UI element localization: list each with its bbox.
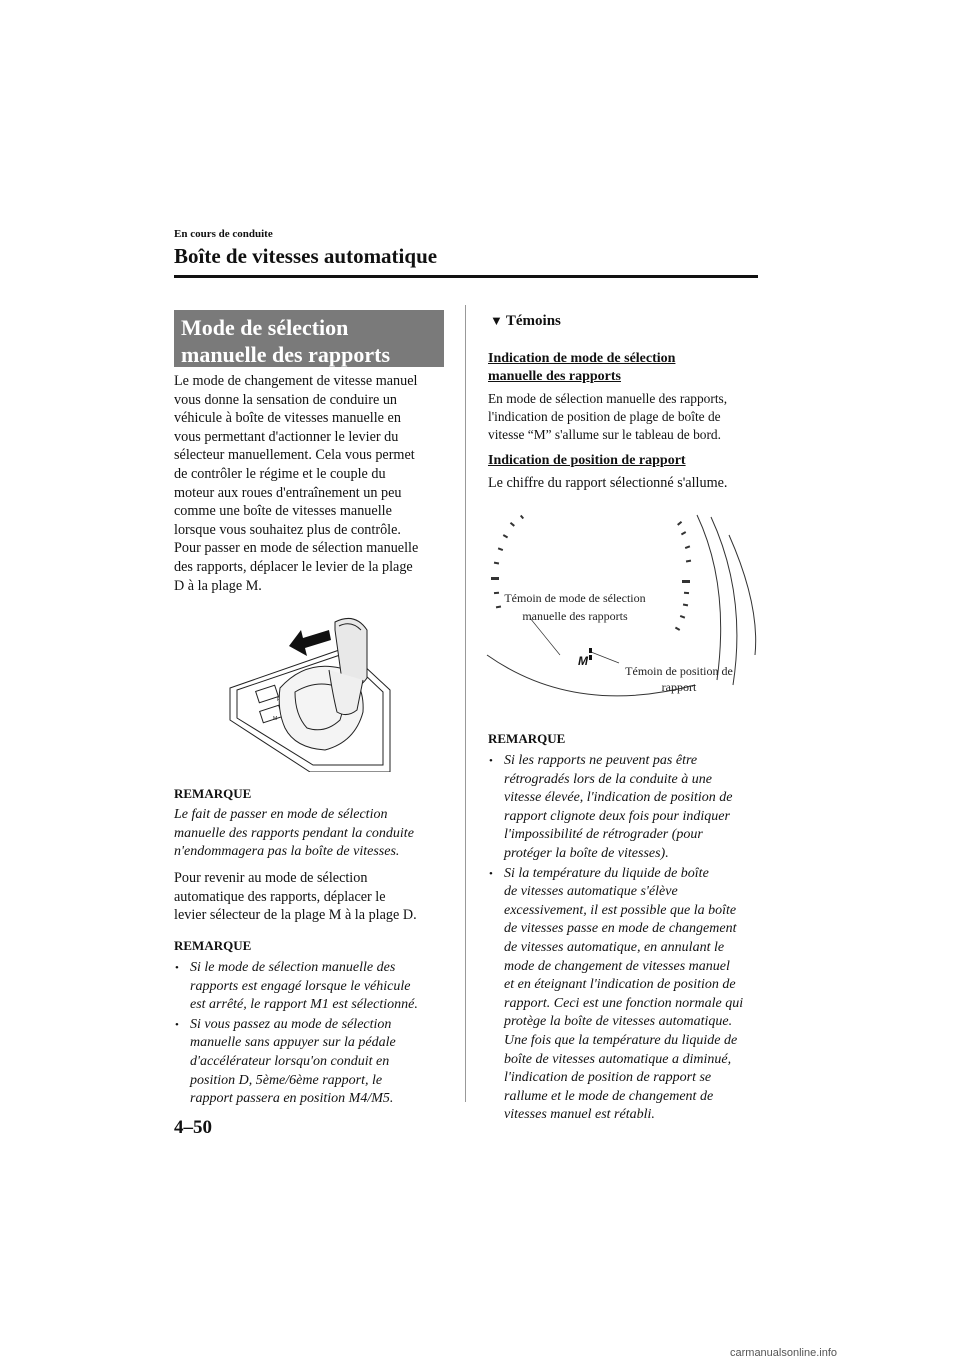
text-line: manuelle des rapports pendant la conduit… xyxy=(174,825,414,841)
position-indication-paragraph: Le chiffre du rapport sélectionné s'allu… xyxy=(488,475,728,491)
text-line: levier sélecteur de la plage M à la plag… xyxy=(174,907,417,924)
text-line: l'indication de position de rapport se xyxy=(504,1070,712,1086)
callout-mode-line-2: manuelle des rapports xyxy=(522,609,628,623)
watermark: carmanualsonline.info xyxy=(730,1347,838,1359)
text-line: rétrogradés lors de la conduite à une xyxy=(504,771,712,787)
mode-indication-paragraph: En mode de sélection manuelle des rappor… xyxy=(488,390,763,445)
gear-position-segment-icon xyxy=(589,655,592,660)
instrument-cluster-illustration: Témoin de mode de sélection manuelle des… xyxy=(486,514,757,697)
svg-text:M: M xyxy=(273,716,277,722)
section-title-line-1: Mode de sélection xyxy=(181,315,349,340)
text-line: protéger la boîte de vitesses). xyxy=(504,845,669,861)
mode-indication-heading: Indication de mode de sélection manuelle… xyxy=(488,350,718,386)
position-indication-heading: Indication de position de rapport xyxy=(488,453,686,468)
callout-position-line-1: Témoin de position de xyxy=(625,664,733,678)
text-line: mode de changement de vitesses manuel xyxy=(504,958,730,974)
text-line: de vitesses automatique s'élève xyxy=(504,884,678,900)
text-line: manuelle des rapports xyxy=(488,369,621,384)
list-item: Si la température du liquide de boîte de… xyxy=(488,865,768,1125)
callout-position-line-2: rapport xyxy=(662,680,697,694)
text-line: manuelle sans appuyer sur la pédale xyxy=(190,1035,396,1051)
text-line: protège la boîte de vitesses automatique… xyxy=(504,1014,733,1030)
breadcrumb: En cours de conduite xyxy=(174,228,273,240)
text-line: Pour revenir au mode de sélection xyxy=(174,870,368,886)
text-line: vitesse élevée, l'indication de position… xyxy=(504,790,733,806)
subsection-title-text: Témoins xyxy=(505,313,561,329)
text-line: rallume et le mode de changement de xyxy=(504,1088,714,1104)
text-line: vous permettant d'actionner le levier du xyxy=(174,428,399,445)
text-line: de vitesses automatique, en annulant le xyxy=(504,939,725,955)
note-heading: REMARQUE xyxy=(488,731,566,746)
title-rule xyxy=(174,275,758,278)
text-line: rapport. Ceci est une fonction normale q… xyxy=(504,995,744,1011)
note-text: Le fait de passer en mode de sélection m… xyxy=(174,806,449,862)
section-title-box: Mode de sélection manuelle des rapports xyxy=(174,310,444,367)
column-divider xyxy=(465,305,466,1102)
text-line: Pour passer en mode de sélection manuell… xyxy=(174,540,419,557)
gear-shifter-illustration: PRNDM xyxy=(229,617,391,772)
text-line: l'indication de position de plage de boî… xyxy=(488,409,721,425)
text-line: véhicule à boîte de vitesses manuelle en xyxy=(174,410,401,427)
note-bullet-list: Si les rapports ne peuvent pas être rétr… xyxy=(488,752,768,1126)
page-number: 4–50 xyxy=(174,1117,212,1138)
text-line: rapport passera en position M4/M5. xyxy=(190,1091,394,1107)
text-line: position D, 5ème/6ème rapport, le xyxy=(190,1072,383,1088)
note-heading: REMARQUE xyxy=(174,786,252,801)
text-line: Le fait de passer en mode de sélection xyxy=(174,807,388,822)
return-paragraph: Pour revenir au mode de sélection automa… xyxy=(174,869,454,925)
text-line: Si la température du liquide de boîte xyxy=(504,865,709,881)
text-line: d'accélérateur lorsqu'on conduit en xyxy=(190,1053,390,1069)
list-item: Si les rapports ne peuvent pas être rétr… xyxy=(488,752,768,864)
page-title: Boîte de vitesses automatique xyxy=(174,244,438,268)
intro-paragraph: Le mode de changement de vitesse manuel … xyxy=(174,372,449,595)
text-line: rapports est engagé lorsque le véhicule xyxy=(190,978,411,994)
text-line: Si les rapports ne peuvent pas être xyxy=(504,753,698,768)
text-line: de vitesses passe en mode de changement xyxy=(504,921,737,937)
text-line: boîte de vitesses automatique a diminué, xyxy=(504,1051,732,1067)
text-line: sélecteur manuellement. Cela vous permet xyxy=(174,447,415,464)
text-line: l'impossibilité de rétrograder (pour xyxy=(504,827,703,843)
text-line: D à la plage M. xyxy=(174,577,262,594)
text-line: n'endommagera pas la boîte de vitesses. xyxy=(174,844,400,860)
callout-mode-line-1: Témoin de mode de sélection xyxy=(504,591,645,605)
text-line: et en éteignant l'indication de position… xyxy=(504,977,736,993)
text-line: vitesse “M” s'allume sur le tableau de b… xyxy=(488,427,721,443)
text-line: rapport clignote deux fois pour indiquer xyxy=(504,808,730,824)
text-line: automatique des rapports, déplacer le xyxy=(174,888,386,905)
gear-position-segment-icon xyxy=(589,648,592,653)
text-line: est arrêté, le rapport M1 est sélectionn… xyxy=(190,997,418,1013)
text-line: Le mode de changement de vitesse manuel xyxy=(174,373,418,389)
text-line: vous donne la sensation de conduire un xyxy=(174,391,398,408)
section-title-line-2: manuelle des rapports xyxy=(181,342,390,367)
manual-mode-indicator: M xyxy=(578,654,589,668)
text-line: Si vous passez au mode de sélection xyxy=(190,1016,392,1032)
text-line: de contrôler le régime et le couple du xyxy=(174,465,386,482)
note-bullet-list: Si le mode de sélection manuelle des rap… xyxy=(174,959,454,1110)
text-line: excessivement, il est possible que la bo… xyxy=(504,902,737,918)
text-line: Indication de mode de sélection xyxy=(488,351,676,366)
triangle-down-icon: ▼ xyxy=(490,313,503,328)
text-line: comme une boîte de vitesses manuelle xyxy=(174,503,392,520)
text-line: des rapports, déplacer le levier de la p… xyxy=(174,558,413,575)
subsection-title: ▼Témoins xyxy=(490,313,561,330)
text-line: lorsque vous souhaitez plus de contrôle. xyxy=(174,521,401,538)
text-line: Une fois que la température du liquide d… xyxy=(504,1032,738,1048)
note-heading: REMARQUE xyxy=(174,938,252,953)
text-line: Si le mode de sélection manuelle des xyxy=(190,960,396,975)
list-item: Si vous passez au mode de sélection manu… xyxy=(174,1016,454,1109)
list-item: Si le mode de sélection manuelle des rap… xyxy=(174,959,454,1015)
text-line: vitesses manuel est rétabli. xyxy=(504,1107,655,1123)
text-line: moteur aux roues d'entraînement un peu xyxy=(174,484,402,501)
text-line: En mode de sélection manuelle des rappor… xyxy=(488,391,728,406)
